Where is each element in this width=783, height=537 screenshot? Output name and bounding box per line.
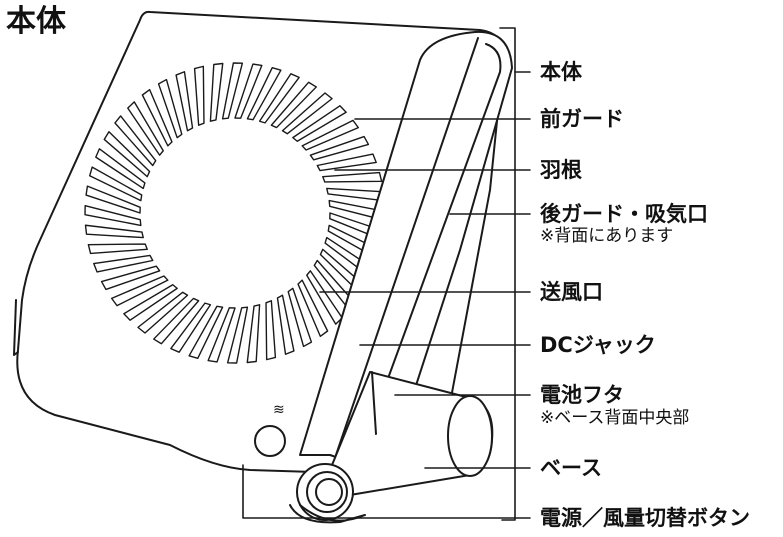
grille-slat — [276, 294, 295, 355]
leader-lines — [242, 27, 531, 521]
grille-slat — [123, 284, 178, 321]
grille-slat — [193, 65, 205, 126]
callout-battery-cover: 電池フタ — [540, 383, 624, 407]
grille-slat — [188, 305, 224, 360]
grille-slat — [309, 135, 370, 161]
grille-slat — [207, 307, 236, 363]
grille-slat — [287, 287, 313, 348]
grille-slat — [114, 115, 157, 167]
callout-dc-jack: DCジャック — [540, 333, 656, 357]
grille-slat — [100, 265, 161, 291]
grille-slat — [221, 62, 244, 120]
base-top-edge — [371, 371, 377, 435]
grille-slat — [301, 119, 360, 151]
grille-slat — [127, 101, 164, 156]
grille-slat — [141, 88, 173, 147]
callout-front-guard: 前ガード — [540, 107, 624, 131]
power-button-shape — [254, 425, 286, 457]
power-button-symbol: ≋ — [273, 402, 285, 418]
callout-power-button: 電源／風量切替ボタン — [540, 506, 750, 530]
callout-rear-guard-note: ※背面にあります — [540, 226, 674, 246]
grille-slat — [93, 254, 154, 273]
callout-battery-cover-note: ※ベース背面中央部 — [540, 408, 690, 428]
grille-slat — [281, 92, 333, 135]
grille-slat — [306, 270, 343, 325]
grille-slat — [84, 204, 142, 227]
dc-jack-outer — [296, 463, 354, 521]
grille-slat — [316, 153, 377, 172]
grille-slat — [110, 275, 169, 307]
grille-slat — [297, 279, 329, 338]
stand-arm-inner — [359, 43, 502, 456]
base-end-cap — [447, 395, 493, 477]
grille-slat — [103, 131, 151, 178]
callout-blade: 羽根 — [540, 158, 582, 182]
grille-slat — [85, 185, 141, 214]
fan-grille — [84, 62, 386, 364]
diagram-title: 本体 — [6, 4, 66, 39]
grille-slat — [137, 291, 189, 334]
grille-slat — [84, 224, 144, 239]
grille-slat — [322, 171, 383, 183]
grille-slat — [170, 302, 212, 353]
grille-slat — [258, 73, 300, 124]
callout-body: 本体 — [540, 60, 582, 84]
grille-slat — [265, 300, 277, 361]
callout-base: ベース — [540, 456, 602, 480]
grille-slat — [157, 78, 183, 139]
grille-slat — [270, 81, 317, 129]
grille-slat — [292, 105, 347, 142]
dc-jack-mid — [306, 471, 348, 513]
grille-center — [142, 120, 328, 306]
grille-slat — [95, 148, 146, 190]
callout-rear-guard: 後ガード・吸気口 — [540, 202, 708, 226]
callout-outlet: 送風口 — [540, 280, 603, 304]
dc-jack-inner — [315, 478, 343, 506]
grille-slat — [87, 243, 148, 255]
base-bottom — [289, 504, 366, 524]
grille-slat — [153, 297, 200, 345]
grille-slat — [234, 63, 263, 119]
grille-slat — [226, 306, 249, 364]
grille-slat — [246, 66, 282, 121]
grille-slat — [246, 304, 261, 364]
fan-body-edge — [13, 299, 19, 356]
grille-slat — [209, 62, 224, 122]
grille-slat — [88, 166, 143, 202]
stand-arm-inner-2 — [335, 37, 479, 456]
grille-slat — [175, 71, 194, 132]
